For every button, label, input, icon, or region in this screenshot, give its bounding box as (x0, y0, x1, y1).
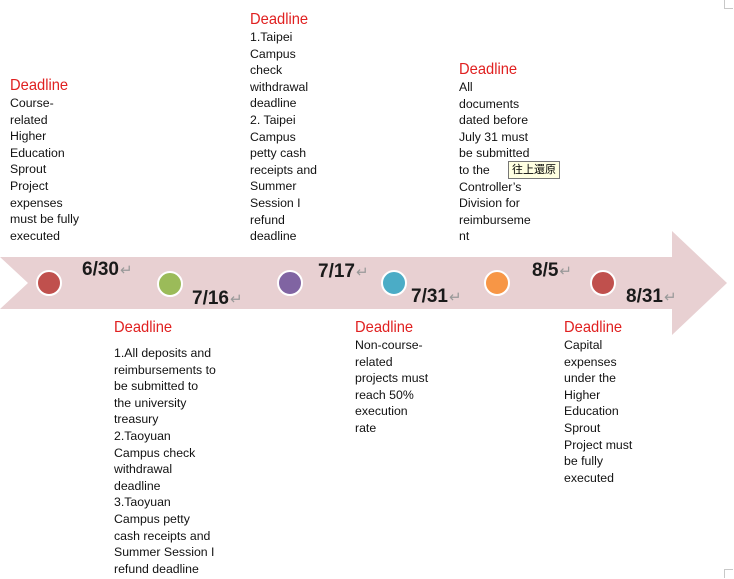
page-corner-mark-top (724, 0, 733, 9)
deadline-heading: Deadline (10, 77, 69, 94)
milestone-date-3: 7/31↵ (411, 286, 462, 307)
deadline-heading: Deadline (564, 319, 623, 336)
deadline-block-1: Deadline 1.All deposits and reimbursemen… (114, 319, 239, 577)
return-mark: ↵ (119, 262, 133, 279)
deadline-heading: Deadline (114, 319, 173, 336)
deadline-block-5: Deadline Capital expenses under the High… (564, 319, 659, 486)
deadline-heading: Deadline (355, 319, 414, 336)
arrow-shape (0, 231, 727, 335)
deadline-text: All documents dated before July 31 must … (459, 80, 531, 244)
deadline-heading: Deadline (459, 61, 518, 78)
deadline-block-0: Deadline Course- related Higher Educatio… (10, 77, 100, 244)
page-corner-mark-bottom (724, 569, 733, 578)
return-mark: ↵ (663, 289, 677, 306)
milestone-dot-2 (277, 270, 303, 296)
milestone-date-2: 7/17↵ (318, 261, 369, 282)
milestone-date-4: 8/5↵ (532, 260, 572, 281)
return-mark: ↵ (229, 291, 243, 308)
deadline-text: 1.Taipei Campus check withdrawal deadlin… (250, 30, 317, 244)
deadline-heading: Deadline (250, 11, 309, 28)
milestone-dot-5 (590, 270, 616, 296)
return-mark: ↵ (355, 264, 369, 281)
deadline-text: Non-course- related projects must reach … (355, 338, 429, 435)
milestone-dot-3 (381, 270, 407, 296)
milestone-dot-1 (157, 271, 183, 297)
milestone-date-1: 7/16↵ (192, 288, 243, 309)
milestone-dot-0 (36, 270, 62, 296)
milestone-date-5: 8/31↵ (626, 286, 677, 307)
deadline-block-2: Deadline 1.Taipei Campus check withdrawa… (250, 11, 345, 245)
return-mark: ↵ (559, 263, 572, 280)
restore-up-tooltip: 往上還原 (508, 161, 560, 179)
deadline-block-4: Deadline All documents dated before July… (459, 61, 559, 245)
milestone-date-0: 6/30↵ (82, 259, 133, 280)
deadline-text: Capital expenses under the Higher Educat… (564, 338, 633, 485)
deadline-block-3: Deadline Non-course- related projects mu… (355, 319, 455, 437)
milestone-dot-4 (484, 270, 510, 296)
return-mark: ↵ (448, 289, 462, 306)
deadline-text: 1.All deposits and reimbursements to be … (114, 346, 216, 576)
deadline-text: Course- related Higher Education Sprout … (10, 96, 80, 243)
